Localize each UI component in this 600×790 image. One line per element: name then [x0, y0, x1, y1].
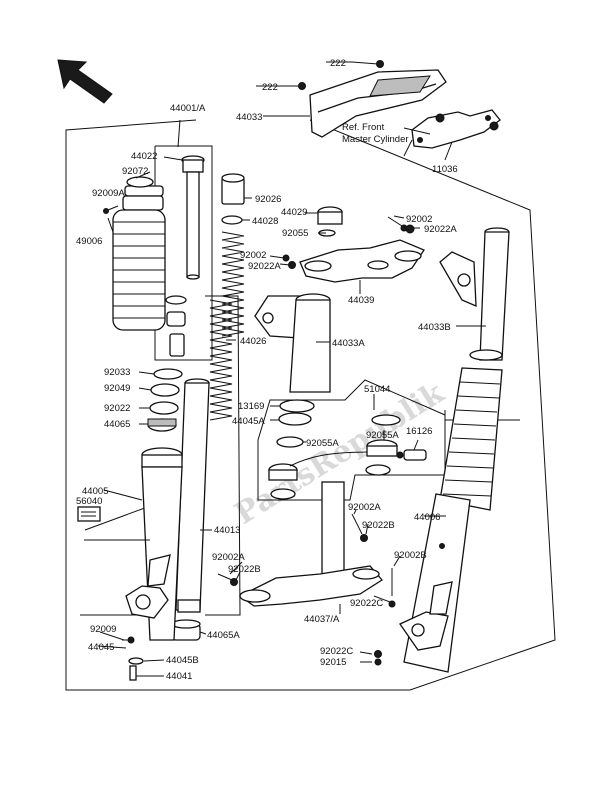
bearing-92055A-center	[276, 436, 304, 448]
label-44026: 44026	[240, 336, 266, 347]
label-master-cylinder: Master Cylinder	[342, 134, 409, 145]
label-92022A-left: 92022A	[248, 261, 281, 272]
label-92072: 92072	[122, 166, 148, 177]
steering-parts-51044	[268, 414, 427, 500]
label-44001A: 44001/A	[170, 103, 206, 114]
label-92002A-left: 92002A	[212, 552, 245, 563]
label-44022: 44022	[131, 151, 157, 162]
label-44045B: 44045B	[166, 655, 199, 666]
label-92022B-left: 92022B	[228, 564, 261, 575]
label-16126: 16126	[406, 426, 432, 437]
label-51044: 51044	[364, 384, 390, 395]
leader-lines	[84, 61, 486, 677]
center-bracket	[257, 379, 446, 501]
oil-lock-44065A	[171, 619, 201, 641]
seal-stack	[147, 368, 183, 432]
bolt-92002-mid	[282, 254, 296, 269]
label-44033: 44033	[236, 112, 262, 123]
label-11036: 11036	[432, 164, 458, 175]
label-222-lower: 222	[262, 82, 278, 93]
bracket-11036	[403, 109, 501, 149]
label-92002-right: 92002	[406, 214, 432, 225]
label-92026: 92026	[255, 194, 281, 205]
label-92002B: 92002B	[394, 550, 427, 561]
label-44033A: 44033A	[332, 338, 365, 349]
bolt-222-lower	[282, 82, 306, 90]
top-box	[177, 119, 181, 148]
label-44005: 44005	[82, 486, 108, 497]
label-44029: 44029	[281, 207, 307, 218]
dust-boot-49006	[112, 185, 166, 331]
dust-boot-right	[439, 367, 503, 511]
spring-seat-parts	[165, 295, 187, 357]
spacer-92026	[221, 173, 245, 205]
label-92015: 92015	[320, 657, 346, 668]
label-44045A: 44045A	[232, 416, 265, 427]
inner-tube-right	[469, 227, 510, 361]
drain-bolts-left	[122, 636, 144, 681]
label-44045: 44045	[88, 642, 114, 653]
label-92002A-right: 92002A	[348, 502, 381, 513]
label-44041: 44041	[166, 671, 192, 682]
cap-44029	[317, 206, 343, 237]
label-13169: 13169	[238, 401, 264, 412]
outer-tube-44006	[399, 493, 471, 673]
fork-spring-44026	[209, 299, 233, 421]
upper-triple-clamp-44039	[299, 239, 425, 283]
label-44013: 44013	[214, 525, 240, 536]
label-92049: 92049	[104, 383, 130, 394]
bolt-92002-upper	[387, 216, 415, 234]
label-92009: 92009	[90, 624, 116, 635]
bearing-13169	[278, 399, 315, 426]
bolts-lower-clamp	[217, 513, 396, 666]
label-44065: 44065	[104, 419, 130, 430]
label-92055: 92055	[282, 228, 308, 239]
steering-stem-44037A	[238, 481, 383, 607]
label-44039: 44039	[348, 295, 374, 306]
assembly-outline	[65, 119, 556, 691]
clamp-92072	[126, 176, 154, 188]
label-44033B: 44033B	[418, 322, 451, 333]
bolt-222-upper	[351, 60, 384, 68]
label-ref-front: Ref. Front	[342, 122, 385, 133]
headlight-bracket-44033B	[439, 251, 477, 308]
label-44006: 44006	[414, 512, 440, 523]
label-92022: 92022	[104, 403, 130, 414]
headlight-bracket-44033A	[254, 293, 331, 393]
label-222-upper: 222	[330, 58, 346, 69]
fork-cap-44022	[181, 155, 205, 280]
fork-spring-upper	[221, 231, 245, 337]
part-labels: 44001/A 222 222 44033 Ref. Front Master …	[76, 58, 458, 682]
label-92009A: 92009A	[92, 188, 125, 199]
label-92022C-low: 92022C	[320, 646, 353, 657]
label-44037A: 44037/A	[304, 614, 340, 625]
label-92002-left: 92002	[240, 250, 266, 261]
label-44028: 44028	[252, 216, 278, 227]
label-92022B-right: 92022B	[362, 520, 395, 531]
label-56040: 56040	[76, 496, 102, 507]
fairing-bracket-44033	[309, 69, 447, 138]
label-92055A-left: 92055A	[306, 438, 339, 449]
label-92022A-right: 92022A	[424, 224, 457, 235]
clamp-92009A	[103, 205, 119, 214]
label-92022C-mid: 92022C	[350, 598, 383, 609]
label-92055A-right: 92055A	[366, 430, 399, 441]
label-92033: 92033	[104, 367, 130, 378]
label-plate-56040	[77, 506, 101, 522]
label-49006: 49006	[76, 236, 102, 247]
damper-box	[205, 295, 241, 616]
label-44065A: 44065A	[207, 630, 240, 641]
washer-44028	[221, 215, 243, 225]
direction-arrow-icon	[57, 59, 113, 104]
outer-tube-44005	[125, 447, 183, 641]
